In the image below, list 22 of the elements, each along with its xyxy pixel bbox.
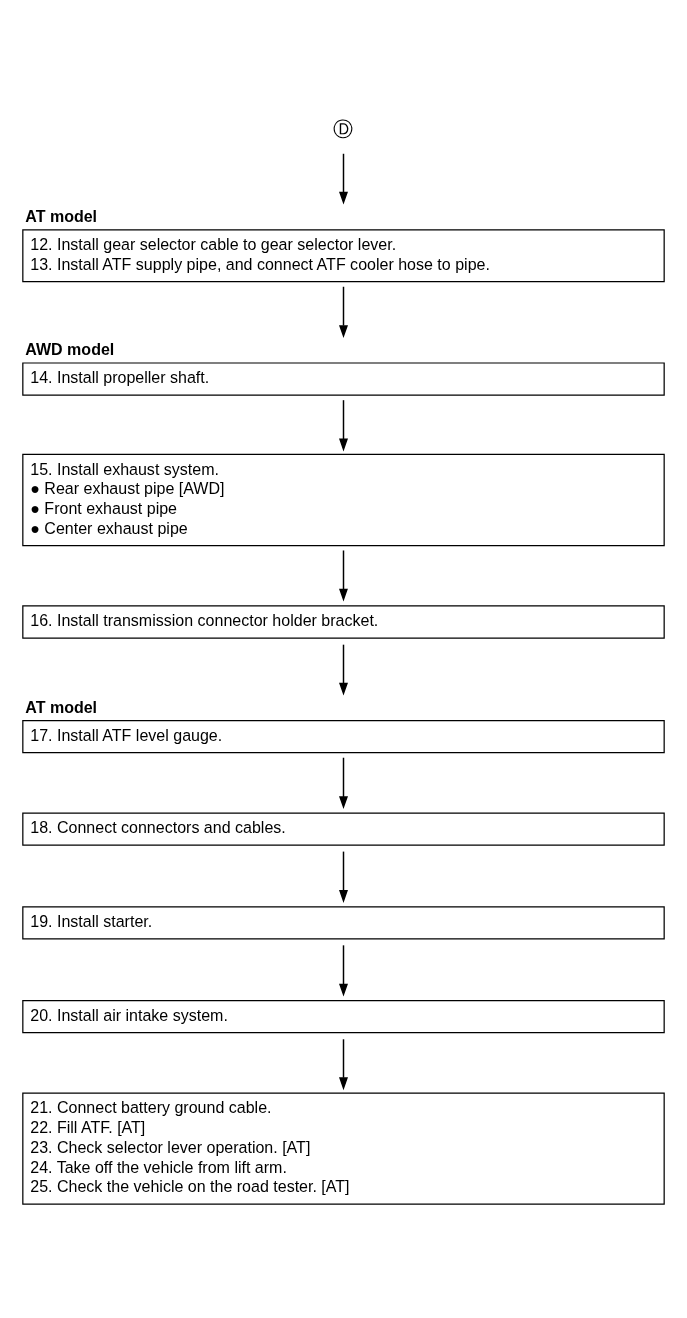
node-label: AT model [25, 697, 98, 716]
node-box: 14. Install propeller shaft. [22, 362, 665, 396]
arrow [339, 643, 348, 696]
node-box: 17. Install ATF level gauge. [22, 720, 665, 754]
arrow [339, 1038, 348, 1091]
arrow [339, 549, 348, 602]
arrow [339, 757, 348, 810]
node-text: Ⓓ [333, 117, 354, 140]
node-box: 16. Install transmission connector holder bracket. [22, 605, 665, 639]
arrow [339, 399, 348, 452]
node-box: 18. Connect connectors and cables. [22, 812, 665, 846]
arrow [339, 286, 348, 338]
arrow [339, 850, 348, 903]
arrow [339, 153, 348, 205]
node-label: AWD model [25, 339, 115, 358]
node-box: 21. Connect battery ground cable. 22. Fill ATF. [AT] 23. Check selector lever operation. [AT] 24. Take off the vehicle from lift arm. 25. Check the vehicle on the road tester. [AT] [22, 1092, 665, 1205]
node-box: 19. Install starter. [22, 906, 665, 940]
node-box: 20. Install air intake system. [22, 1000, 665, 1034]
node-box: 15. Install exhaust system. ● Rear exhaust pipe [AWD] ● Front exhaust pipe ● Center exhaust pipe [22, 453, 665, 547]
node-box: 12. Install gear selector cable to gear selector lever. 13. Install ATF supply pipe, and connect ATF cooler hose to pipe. [22, 229, 665, 283]
node-label: AT model [25, 206, 98, 225]
arrow [339, 944, 348, 997]
